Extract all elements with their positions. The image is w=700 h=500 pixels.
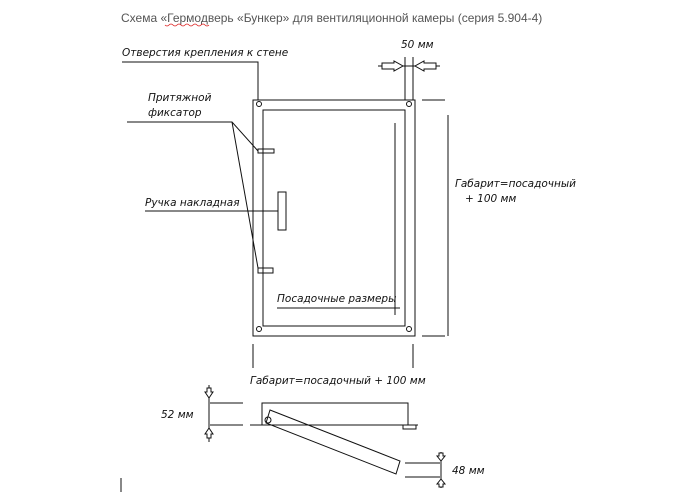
label-dim-48: 48 мм [452, 465, 485, 477]
label-handle: Ручка накладная [145, 197, 240, 209]
door-leaf [262, 109, 406, 327]
door-front-view [252, 84, 416, 337]
label-overall-bottom: Габарит=посадочный + 100 мм [250, 375, 426, 387]
latch-top [257, 148, 275, 154]
label-overall-right-line2: + 100 мм [465, 193, 516, 205]
mount-hole [406, 326, 412, 332]
label-gap-50: 50 мм [401, 39, 434, 51]
dimension-50mm [378, 57, 440, 95]
mount-hole [256, 326, 262, 332]
handle [277, 191, 287, 231]
door-leaf-open [265, 409, 401, 475]
label-mount-holes: Отверстия крепления к стене [122, 47, 288, 59]
latch-bottom [257, 267, 274, 274]
dimension-48mm [405, 452, 447, 488]
mount-hole [256, 101, 262, 107]
label-overall-right-line1: Габарит=посадочный [455, 178, 576, 190]
label-fit-size: Посадочные размеры [277, 293, 396, 305]
dimension-overall-right [422, 99, 449, 337]
door-frame [252, 99, 416, 337]
label-latch-line2: фиксатор [148, 107, 202, 119]
leader-mount-holes [122, 61, 259, 100]
leader-latch [127, 121, 259, 269]
label-latch-line1: Притяжной [148, 92, 212, 104]
spellcheck-underline [164, 23, 210, 27]
page-title: Схема «Гермодверь «Бункер» для вентиляци… [121, 11, 542, 25]
dimension-overall-bottom [252, 344, 414, 368]
label-dim-52: 52 мм [161, 409, 194, 421]
dimension-52mm [204, 385, 243, 442]
door-side-view [250, 402, 418, 475]
mount-hole [406, 101, 412, 107]
